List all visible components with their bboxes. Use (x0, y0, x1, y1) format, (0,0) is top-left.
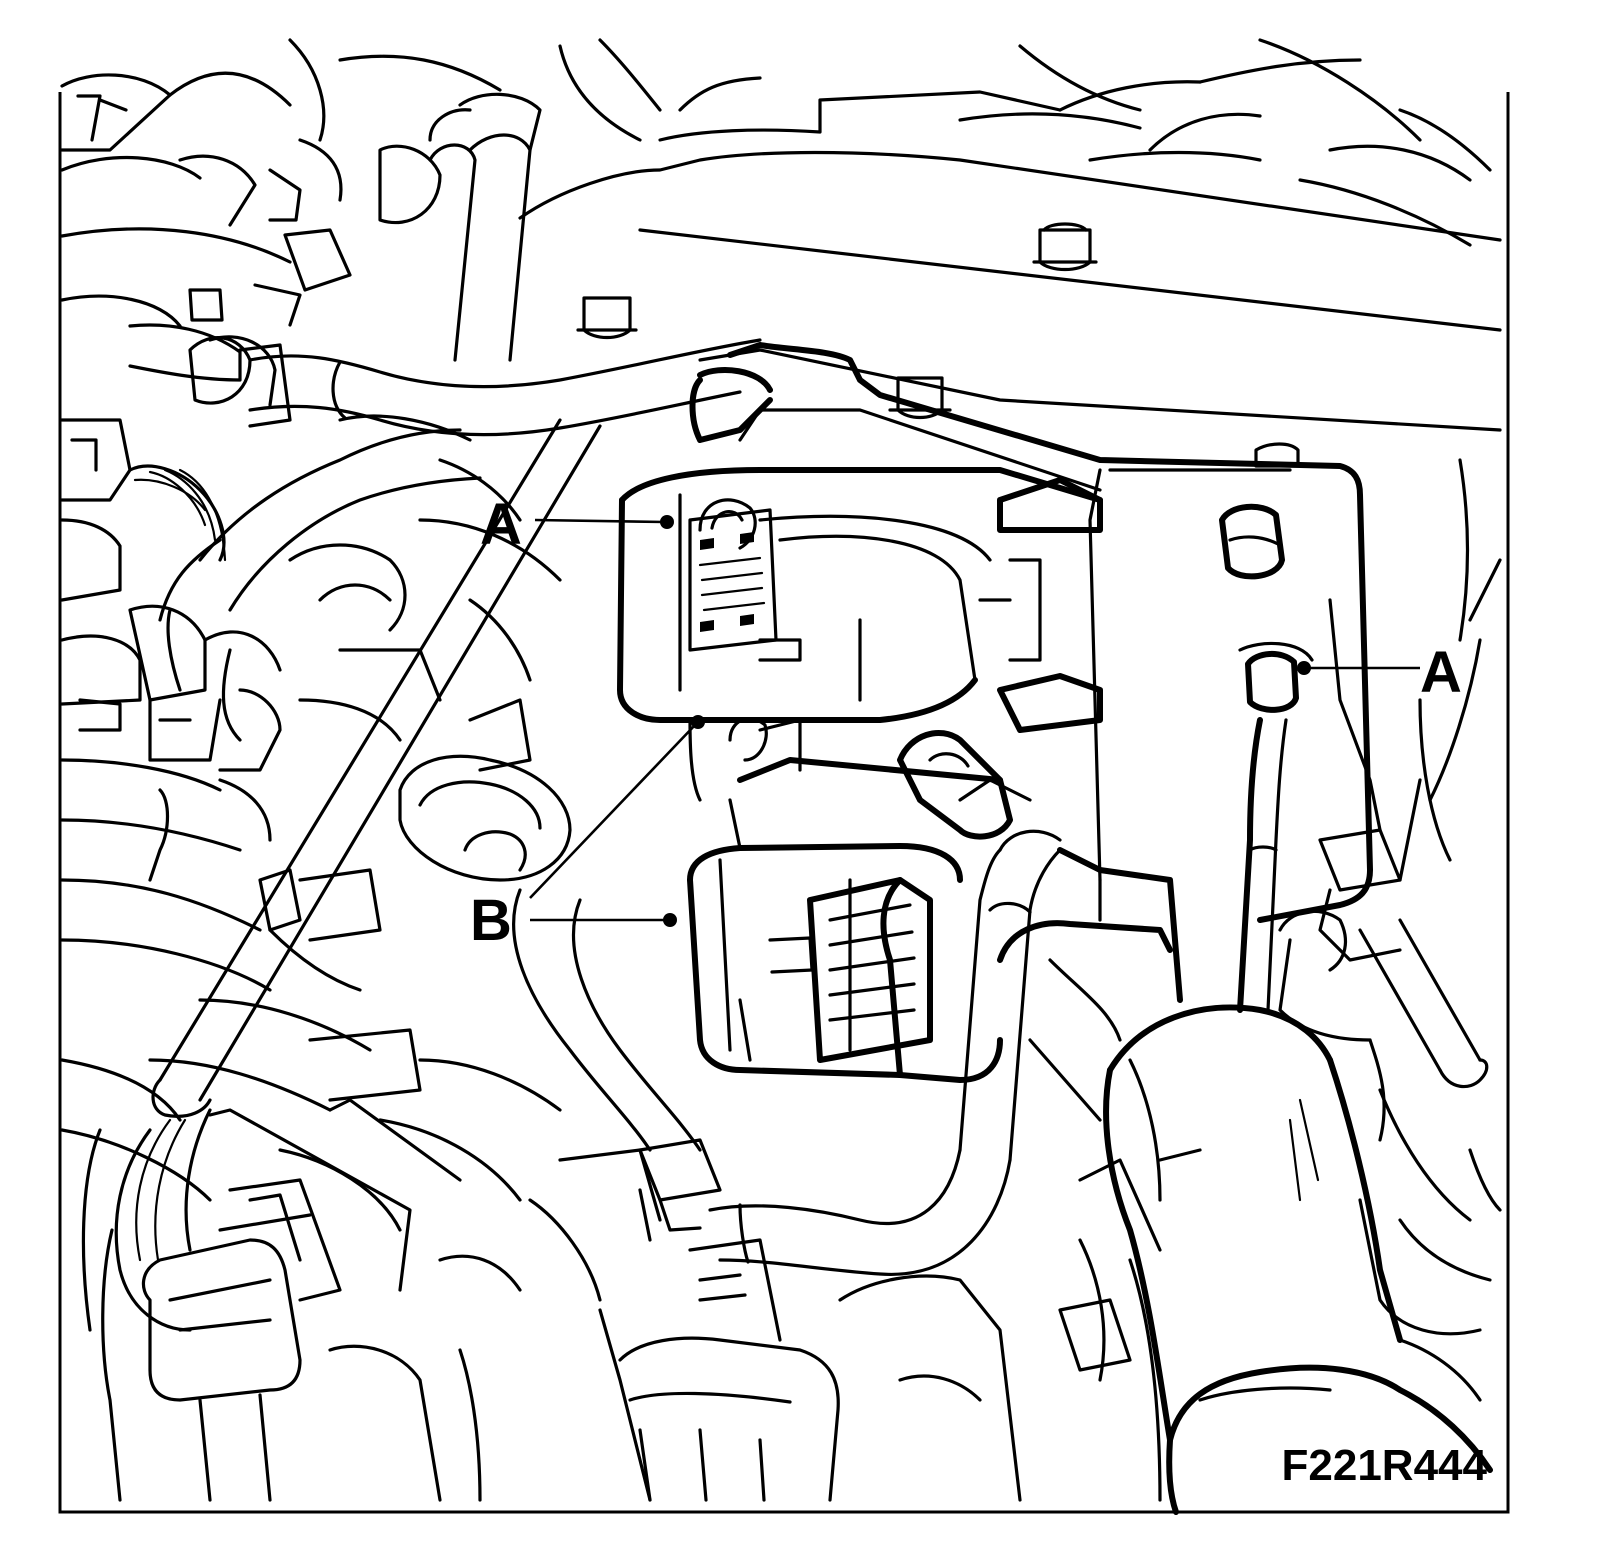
lower-module-connector (807, 877, 933, 1063)
hose-fitting (897, 729, 1062, 852)
bracket-bolt-upper-right (1219, 503, 1285, 580)
round-valve (398, 754, 572, 882)
callout-leaders (529, 515, 1420, 927)
control-unit-assembly (617, 342, 1373, 1083)
figure-reference: F221R444 (1282, 1441, 1488, 1490)
center-bolt (576, 296, 638, 340)
top-cover-bolt (1032, 222, 1098, 272)
right-side-components (1278, 458, 1502, 1336)
callout-a-right: A (1420, 640, 1462, 705)
drawing-frame (58, 92, 1510, 1514)
callout-a-upper-left: A (480, 492, 522, 557)
lower-left-connector (81, 1128, 342, 1502)
callout-b: B (470, 888, 512, 953)
large-hose (1028, 958, 1493, 1515)
hoses (114, 92, 1062, 1332)
lower-center-connector (618, 1238, 840, 1502)
ground-stud-a (1238, 641, 1314, 713)
module-label-plate (688, 508, 778, 652)
engine-background (60, 38, 1502, 1502)
